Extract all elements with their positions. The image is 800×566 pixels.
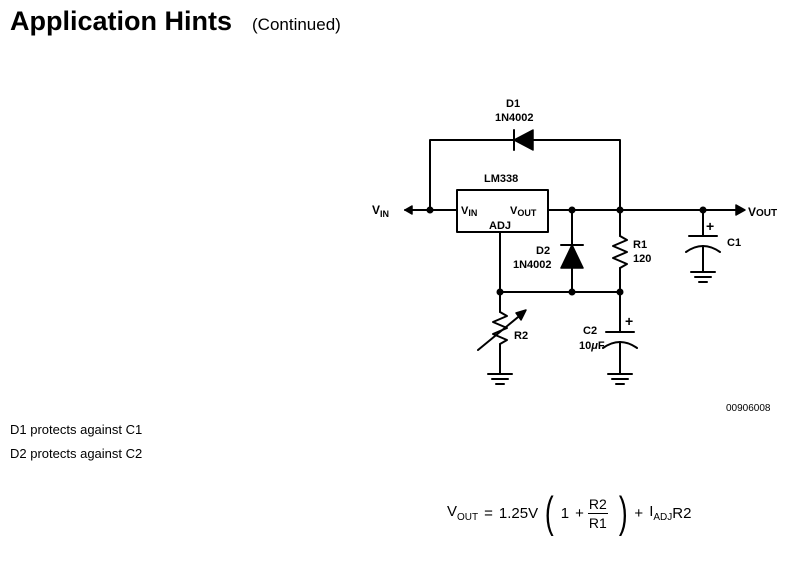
junction-r1-top [616, 206, 624, 214]
formula-close-paren: ) [618, 488, 628, 537]
vout-terminal-label: VOUT [748, 205, 777, 219]
formula-open-paren: ( [545, 488, 554, 537]
r2-arrow [477, 312, 524, 351]
ic-pin-vout: VOUT [510, 205, 537, 218]
note-d2: D2 protects against C2 [10, 446, 143, 461]
c2-name: C2 [583, 325, 597, 337]
vin-arrow [404, 205, 413, 215]
c1-ground [690, 271, 716, 283]
formula-coef: 1.25V [498, 504, 539, 522]
c2-plus: + [625, 313, 633, 329]
r2-arrowhead [515, 309, 527, 321]
ic-pin-adj: ADJ [489, 220, 511, 232]
figure-id: 00906008 [726, 403, 771, 414]
junction-d2-bot [568, 288, 576, 296]
c2-ground [607, 373, 633, 385]
title-continued: (Continued) [252, 15, 341, 34]
formula-equals: = [484, 504, 493, 522]
fraction-numerator: R2 [587, 495, 608, 514]
c1-plus: + [706, 218, 714, 234]
formula-vout: VOUT [447, 503, 479, 523]
r2-zigzag [492, 311, 508, 345]
ic-pin-vin: VIN [461, 205, 477, 218]
ic-label: LM338 [484, 173, 518, 185]
d2-triangle [560, 244, 584, 269]
junction-r1-bot [616, 288, 624, 296]
title-text: Application Hints [10, 6, 232, 36]
formula-plus-2: + [634, 504, 644, 522]
formula-one: 1 [560, 504, 570, 522]
r1-zigzag [612, 235, 628, 269]
note-d1: D1 protects against C1 [10, 422, 143, 437]
r1-value: 120 [633, 253, 651, 265]
section-title: Application Hints (Continued) [10, 6, 341, 37]
vout-arrow [735, 204, 746, 216]
fraction-denominator: R1 [588, 514, 607, 531]
r1-name: R1 [633, 239, 647, 251]
r2-ground [487, 373, 513, 385]
junction-adj [496, 288, 504, 296]
r2-name: R2 [514, 330, 528, 342]
d1-triangle [513, 129, 534, 151]
formula-iadj: IADJ [649, 503, 673, 523]
d1-name: D1 [506, 98, 520, 110]
vin-terminal-label: VIN [372, 203, 389, 219]
junction-vin [426, 206, 434, 214]
d2-part: 1N4002 [513, 259, 552, 271]
c2-value: 10μF [579, 340, 605, 352]
formula-plus-1: + [575, 504, 584, 522]
formula-r2: R2 [672, 504, 692, 522]
c1-name: C1 [727, 237, 741, 249]
wire-d1-loop [429, 139, 621, 211]
junction-d2-top [568, 206, 576, 214]
d2-name: D2 [536, 245, 550, 257]
d1-part: 1N4002 [495, 112, 534, 124]
junction-c1 [699, 206, 707, 214]
